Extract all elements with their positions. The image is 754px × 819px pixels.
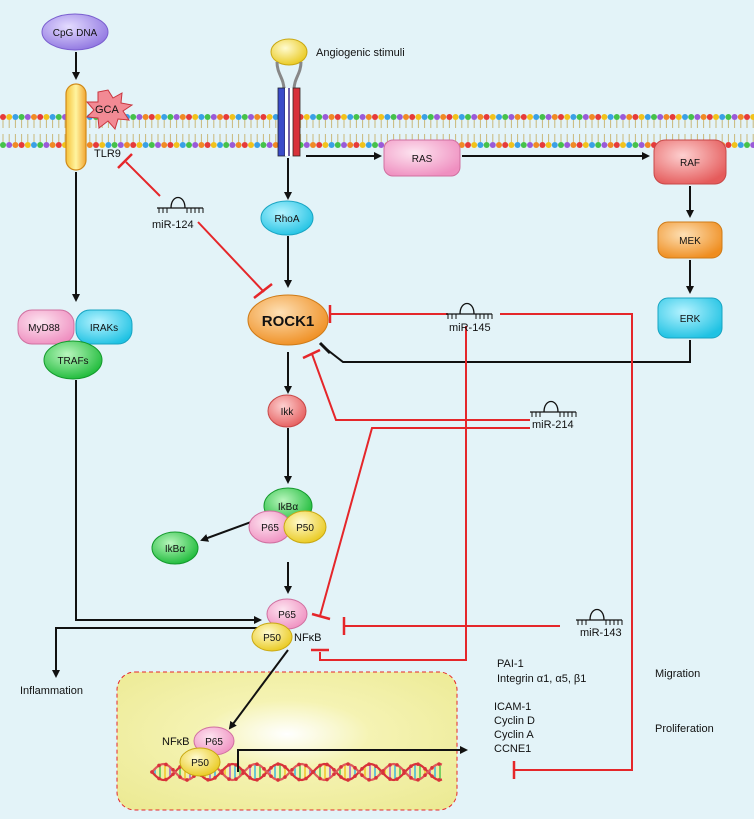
- svg-text:Ikk: Ikk: [281, 407, 295, 418]
- migration-gene-2: Integrin α1, α5, β1: [497, 673, 586, 685]
- mir-124[interactable]: miR-124: [152, 196, 204, 232]
- proliferation-gene-3: Cyclin A: [494, 729, 534, 741]
- svg-text:miR-143: miR-143: [580, 627, 622, 639]
- svg-text:P50: P50: [296, 523, 314, 534]
- cpg-dna-node[interactable]: CpG DNA: [41, 13, 109, 51]
- svg-text:IkBα: IkBα: [278, 502, 298, 513]
- mir-143[interactable]: miR-143: [576, 608, 623, 640]
- proliferation-gene-2: Cyclin D: [494, 715, 535, 727]
- nfkb-node[interactable]: P65 P50 NFκB: [251, 598, 322, 652]
- svg-text:miR-145: miR-145: [449, 322, 491, 334]
- svg-text:P50: P50: [191, 758, 209, 769]
- svg-text:P65: P65: [205, 737, 223, 748]
- raf-node[interactable]: RAF: [653, 139, 727, 185]
- svg-text:RAF: RAF: [680, 158, 700, 169]
- proliferation-gene-4: CCNE1: [494, 743, 531, 755]
- angiogenic-stimuli-label: Angiogenic stimuli: [316, 47, 405, 59]
- proliferation-label: Proliferation: [655, 723, 714, 735]
- proliferation-gene-1: ICAM-1: [494, 701, 531, 713]
- mir-214[interactable]: miR-214: [530, 400, 577, 432]
- erk-node[interactable]: ERK: [657, 297, 723, 339]
- svg-text:NFκB: NFκB: [162, 736, 190, 748]
- migration-gene-1: PAI-1: [497, 658, 524, 670]
- ras-node[interactable]: RAS: [383, 139, 461, 177]
- svg-text:CpG DNA: CpG DNA: [53, 28, 98, 39]
- svg-text:TRAFs: TRAFs: [57, 356, 88, 367]
- ikk-node[interactable]: Ikk: [267, 394, 307, 428]
- svg-text:RhoA: RhoA: [274, 214, 299, 225]
- svg-text:ROCK1: ROCK1: [262, 313, 315, 330]
- svg-text:MEK: MEK: [679, 236, 701, 247]
- ikba-complex[interactable]: IkBα P65 P50: [248, 487, 327, 544]
- myd88-node[interactable]: MyD88: [17, 309, 75, 345]
- inhibition-lines: [117, 153, 633, 779]
- svg-text:IkBα: IkBα: [165, 544, 185, 555]
- svg-text:P65: P65: [261, 523, 279, 534]
- tlr9-label: TLR9: [94, 148, 121, 160]
- svg-text:P50: P50: [263, 633, 281, 644]
- mir-145[interactable]: miR-145: [446, 302, 493, 335]
- svg-text:miR-214: miR-214: [532, 419, 574, 431]
- iraks-node[interactable]: IRAKs: [75, 309, 133, 345]
- gca-label: GCA: [95, 104, 120, 116]
- nfkb-nucleus-node[interactable]: P65 P50 NFκB: [162, 726, 235, 777]
- svg-text:IRAKs: IRAKs: [90, 323, 118, 334]
- angiogenic-receptor: [270, 38, 308, 157]
- tlr9-receptor: [65, 83, 87, 171]
- svg-text:P65: P65: [278, 610, 296, 621]
- rhoa-node[interactable]: RhoA: [260, 200, 314, 236]
- migration-label: Migration: [655, 668, 700, 680]
- svg-text:miR-124: miR-124: [152, 219, 194, 231]
- rock1-node[interactable]: ROCK1: [247, 294, 329, 346]
- svg-text:MyD88: MyD88: [28, 323, 60, 334]
- mek-node[interactable]: MEK: [657, 221, 723, 259]
- svg-text:ERK: ERK: [680, 314, 701, 325]
- trafs-node[interactable]: TRAFs: [43, 340, 103, 380]
- gca-starburst: [85, 89, 134, 131]
- activation-arrows: [52, 52, 694, 772]
- svg-text:NFκB: NFκB: [294, 632, 322, 644]
- ikba-free-node[interactable]: IkBα: [151, 531, 199, 565]
- inflammation-label: Inflammation: [20, 685, 83, 697]
- svg-text:RAS: RAS: [412, 154, 433, 165]
